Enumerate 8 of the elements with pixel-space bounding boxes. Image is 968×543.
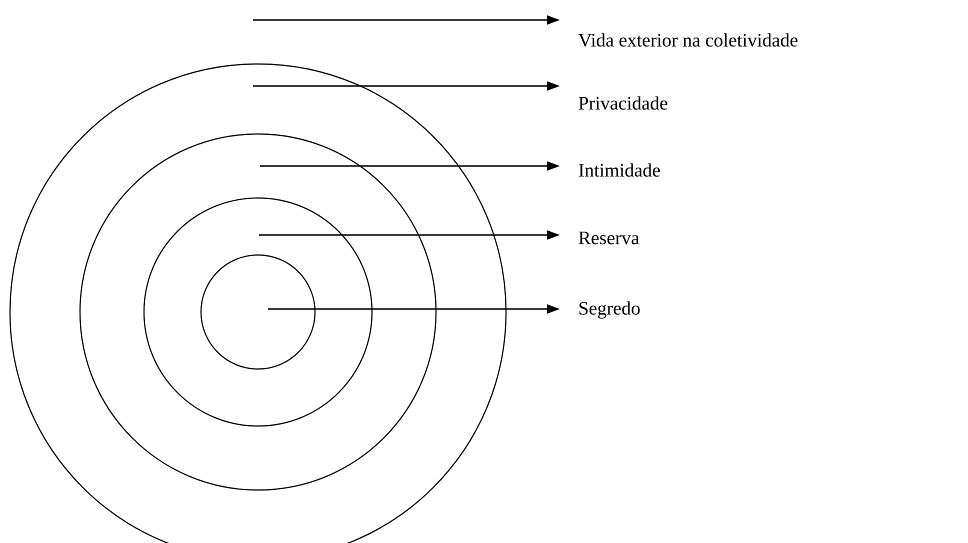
ring-circle <box>143 197 373 427</box>
layer-label: Intimidade <box>578 163 660 177</box>
ring-circle <box>200 254 316 370</box>
ring-circle <box>79 133 437 491</box>
layer-label: Reserva <box>578 232 640 244</box>
layer-label: Privacidade <box>578 96 668 110</box>
layer-label: Vida exterior na coletividade <box>578 33 798 47</box>
layer-label: Segredo <box>579 301 640 319</box>
